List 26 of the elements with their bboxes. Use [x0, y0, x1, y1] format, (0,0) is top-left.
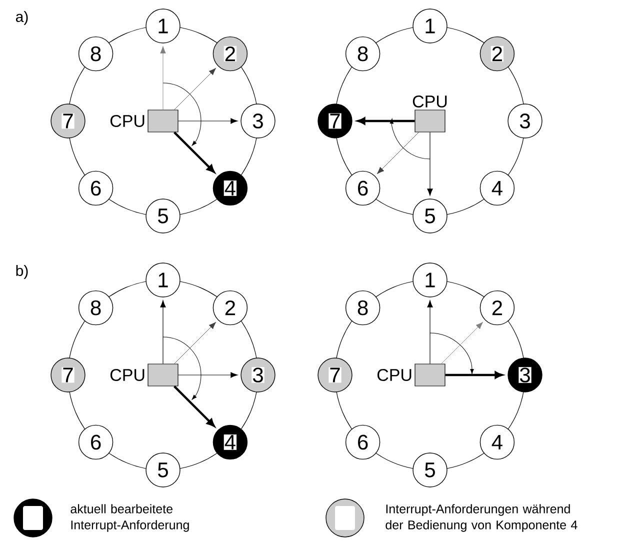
arrow — [174, 322, 216, 364]
cpu-box: CPU — [377, 364, 446, 386]
arrow — [160, 46, 166, 110]
arrow — [441, 322, 484, 364]
legend-text: aktuell bearbeitete Interrupt-Anforderung — [70, 504, 189, 532]
panel-label: b) — [16, 265, 28, 279]
arrow — [376, 132, 419, 174]
arrow — [174, 386, 215, 427]
node-label: CPU — [110, 114, 144, 128]
node-label: CPU — [412, 95, 447, 108]
arrow — [174, 132, 215, 173]
arrow — [160, 300, 166, 364]
node-label: CPU — [110, 368, 144, 382]
arrow — [178, 118, 238, 124]
panel-label: a) — [16, 11, 28, 25]
cpu-box: CPU — [412, 95, 447, 132]
node-label: CPU — [377, 368, 412, 382]
arrow — [427, 300, 433, 364]
arrow — [357, 117, 415, 125]
cpu-box: CPU — [110, 364, 178, 386]
arrow — [445, 371, 503, 379]
arrow — [427, 132, 433, 196]
cpu-box: CPU — [110, 110, 178, 132]
arrow — [174, 68, 216, 110]
legend-text: Interrupt-Anforderungen während der Bedienung von Komponente 4 — [386, 504, 578, 532]
arrow — [178, 372, 238, 378]
